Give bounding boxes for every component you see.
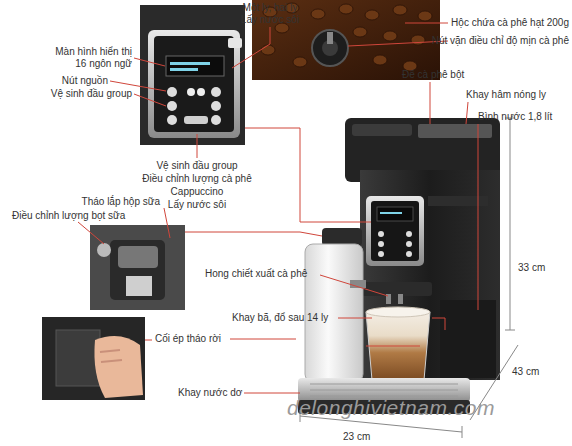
callout-label: Để cà phê bột (402, 69, 464, 81)
callout-label: Màn hình hiển thị 16 ngôn ngữ (42, 46, 132, 70)
callout-label: 43 cm (512, 366, 539, 378)
callout-label: Hộc chứa cà phê hạt 200g (451, 17, 569, 29)
callout-label: Điều chỉnh lượng cà phê (142, 173, 251, 185)
callout-label: Khay nước dơ (178, 387, 242, 399)
watermark: delonghivietnam.com (287, 396, 495, 420)
callout-label: Vệ sinh đầu group (51, 88, 132, 100)
callout-label: Nút nguồn (62, 75, 108, 87)
callout-label: Tháo lắp hộp sữa (82, 196, 160, 208)
callout-label: Vệ sinh đầu group (156, 160, 237, 172)
callout-label: Cappuccino (171, 186, 224, 198)
callout-label: Cối ép tháo rời (155, 333, 221, 345)
callout-label: Khay hâm nóng ly (466, 89, 546, 101)
callout-label: 33 cm (518, 262, 545, 274)
callout-label: Bình nước 1,8 lít (478, 111, 552, 123)
callout-label: Lấy nước sôi (168, 199, 226, 211)
callout-label: Lấy nước sôi (241, 14, 299, 26)
callout-label: 23 cm (343, 431, 370, 443)
callout-label: Nút vặn điều chỉ độ mịn cà phê (432, 35, 569, 47)
callout-label: Một ly, hai ly (243, 2, 298, 14)
callout-label: Điều chỉnh lượng bọt sữa (12, 210, 125, 222)
callout-label: Hong chiết xuất cà phê (205, 268, 307, 280)
callout-label: Khay bã, đổ sau 14 ly (232, 312, 328, 324)
